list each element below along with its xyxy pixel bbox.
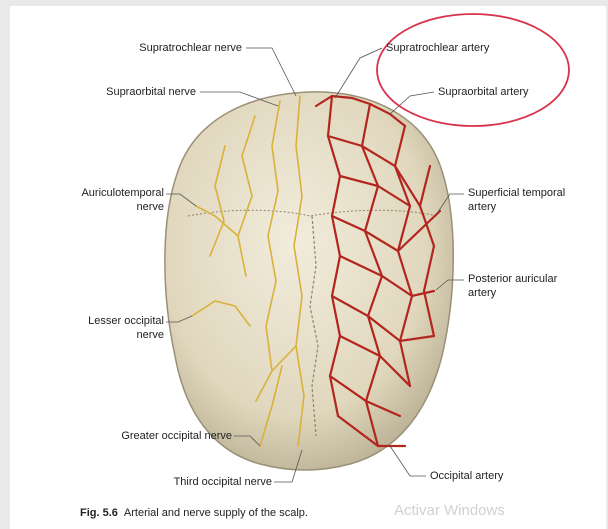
highlight-circle: [377, 14, 569, 126]
figure-number: Fig. 5.6: [80, 507, 118, 519]
label-lesser-occipital-nerve: Lesser occipital nerve: [88, 314, 164, 342]
label-superficial-temporal-artery: Superficial temporal artery: [468, 186, 565, 214]
skull-outline: [165, 92, 453, 470]
label-supraorbital-nerve: Supraorbital nerve: [106, 85, 196, 99]
label-supratrochlear-artery: Supratrochlear artery: [386, 41, 489, 55]
label-supratrochlear-nerve: Supratrochlear nerve: [139, 41, 242, 55]
label-posterior-auricular-artery: Posterior auricular artery: [468, 272, 557, 300]
windows-activation-watermark: Activar Windows: [394, 502, 505, 519]
label-supraorbital-artery: Supraorbital artery: [438, 85, 529, 99]
figure-caption-text: Arterial and nerve supply of the scalp.: [124, 507, 308, 519]
label-occipital-artery: Occipital artery: [430, 469, 503, 483]
label-greater-occipital-nerve: Greater occipital nerve: [121, 429, 232, 443]
figure-caption: Fig. 5.6 Arterial and nerve supply of the…: [80, 507, 308, 519]
figure-page: Supratrochlear nerve Supraorbital nerve …: [10, 6, 606, 529]
label-third-occipital-nerve: Third occipital nerve: [174, 475, 272, 489]
label-auriculotemporal-nerve: Auriculotemporal nerve: [81, 186, 164, 214]
